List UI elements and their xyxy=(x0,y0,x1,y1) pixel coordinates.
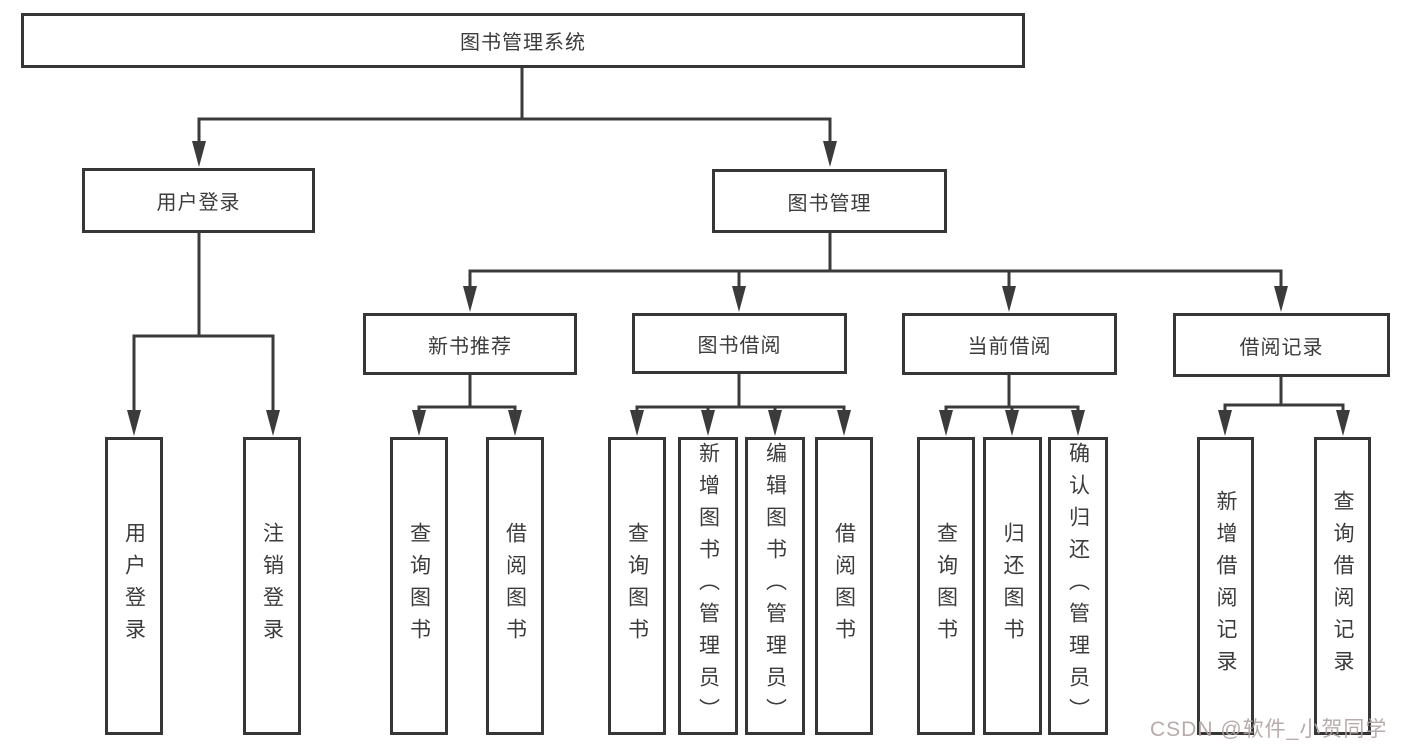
node-user-login-group: 用户登录 xyxy=(82,168,315,233)
leaf-bb-borrow-books: 借阅图书 xyxy=(815,437,873,735)
leaf-logout: 注销登录 xyxy=(243,437,301,735)
node-book-borrowing: 图书借阅 xyxy=(632,313,847,374)
leaf-cb-query-books: 查询图书 xyxy=(917,437,975,735)
leaf-user-login: 用户登录 xyxy=(105,437,163,735)
csdn-watermark: CSDN @软件_小贺同学 xyxy=(1150,718,1388,741)
leaf-nbr-borrow-books: 借阅图书 xyxy=(486,437,544,735)
leaf-bb-query-books: 查询图书 xyxy=(608,437,666,735)
node-library-system: 图书管理系统 xyxy=(21,13,1025,68)
leaf-br-add-record: 新增借阅记录 xyxy=(1197,437,1254,735)
node-current-borrowing: 当前借阅 xyxy=(902,313,1117,375)
node-book-management: 图书管理 xyxy=(712,169,947,233)
node-new-book-recommend: 新书推荐 xyxy=(363,313,577,375)
leaf-cb-return-books: 归还图书 xyxy=(983,437,1042,735)
leaf-nbr-query-books: 查询图书 xyxy=(390,437,448,735)
arrowheads xyxy=(127,141,1350,436)
leaf-cb-confirm-return: 确认归还（管理员） xyxy=(1048,437,1108,735)
leaf-bb-edit-books: 编辑图书（管理员） xyxy=(745,437,805,735)
leaf-br-query-record: 查询借阅记录 xyxy=(1314,437,1371,735)
node-borrow-records: 借阅记录 xyxy=(1173,313,1390,377)
leaf-bb-add-books: 新增图书（管理员） xyxy=(678,437,738,735)
